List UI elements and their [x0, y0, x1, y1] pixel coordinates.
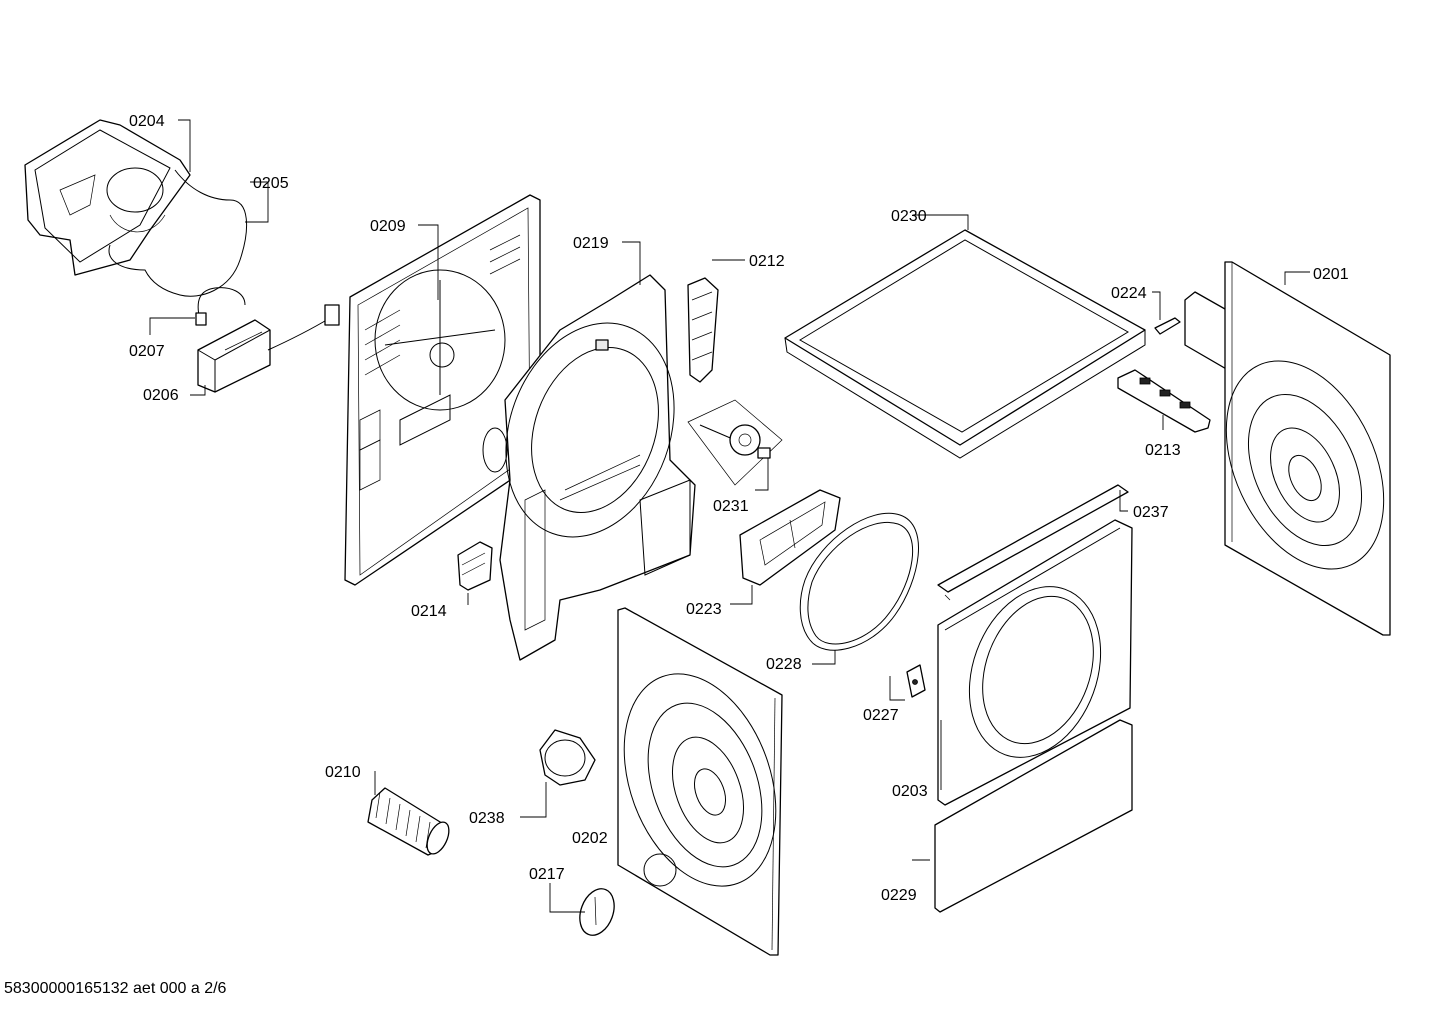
callout-0230: 0230 [891, 208, 927, 225]
part-0205-cable [108, 169, 248, 297]
callout-0205: 0205 [253, 175, 289, 192]
part-0227-latch-plate [906, 664, 926, 698]
callout-0224: 0224 [1111, 285, 1147, 302]
part-0228-door-seal [799, 512, 919, 651]
callout-0229: 0229 [881, 887, 917, 904]
callout-0212: 0212 [749, 253, 785, 270]
callout-0227: 0227 [863, 707, 899, 724]
callout-0210: 0210 [325, 764, 361, 781]
callout-0209: 0209 [370, 218, 406, 235]
callout-0202: 0202 [572, 830, 608, 847]
part-0207-cable [197, 287, 246, 321]
callout-0219: 0219 [573, 235, 609, 252]
callout-0206: 0206 [143, 387, 179, 404]
part-0213-bracket [1117, 369, 1211, 433]
callout-0238: 0238 [469, 810, 505, 827]
part-0238-fan-housing [539, 729, 596, 786]
document-code: 58300000165132 aet 000 a 2/6 [4, 980, 227, 997]
part-0214-bracket [457, 541, 493, 591]
part-0237-rail [937, 484, 1129, 601]
leader-lines [149, 119, 1310, 913]
callout-0214: 0214 [411, 603, 447, 620]
part-0224-latch [1154, 317, 1181, 335]
callout-0237: 0237 [1133, 504, 1169, 521]
callout-0204: 0204 [129, 113, 165, 130]
part-0202-side-panel [617, 607, 783, 956]
callout-0201: 0201 [1313, 266, 1349, 283]
part-0219-drum-frame [499, 274, 696, 661]
part-0206-module [197, 304, 340, 393]
part-0201-side-panel [1224, 261, 1391, 636]
callout-0231: 0231 [713, 498, 749, 515]
part-0210-hose [367, 787, 450, 856]
callout-0207: 0207 [129, 343, 165, 360]
callout-0203: 0203 [892, 783, 928, 800]
part-0231-pulley [687, 399, 783, 486]
part-0212-strip [687, 277, 719, 383]
part-0230-top-cover [784, 229, 1146, 459]
part-0203-front-panel [937, 519, 1133, 806]
callout-0217: 0217 [529, 866, 565, 883]
callout-0228: 0228 [766, 656, 802, 673]
part-0229-plinth [934, 719, 1133, 913]
callout-0223: 0223 [686, 601, 722, 618]
part-0204-duct [24, 119, 191, 276]
part-0223-lint-filter [739, 489, 841, 586]
callout-0213: 0213 [1145, 442, 1181, 459]
part-0217-cap [579, 888, 615, 936]
